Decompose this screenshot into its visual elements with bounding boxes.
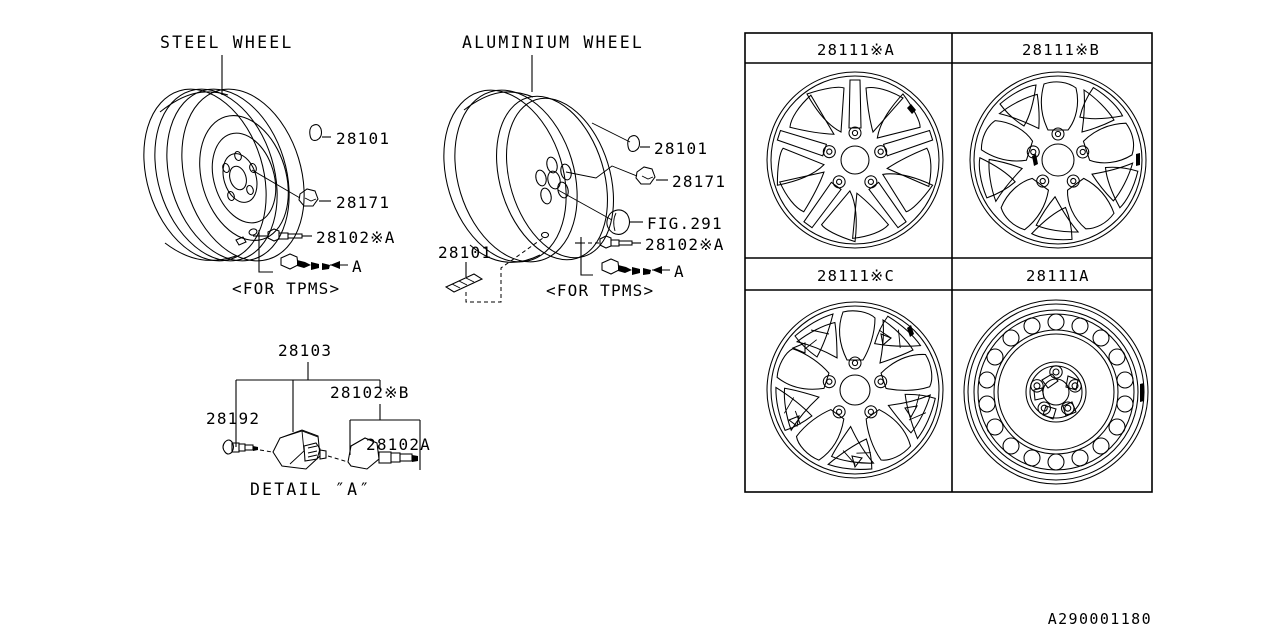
lug-holes: [822, 356, 888, 419]
callout-steel-28101: 28101: [309, 124, 390, 148]
detail-a-arrow-steel: A: [330, 257, 363, 276]
aluminium-wheel-illustration: [443, 89, 615, 263]
steel-wheel-group: STEEL WHEEL: [143, 33, 396, 298]
valve-assembly-icon: [347, 437, 418, 470]
label-detail-28102B: 28102※B: [330, 383, 410, 402]
label-detail-28103: 28103: [278, 341, 332, 360]
label-alu-28101-weight: 28101: [438, 243, 492, 262]
label-alu-28102A: 28102※A: [645, 235, 725, 254]
callout-steel-28102A: 28102※A: [253, 228, 396, 273]
label-detail-28192: 28192: [206, 409, 260, 428]
label-steel-tpms-note: <FOR TPMS>: [232, 279, 340, 298]
table-cell-header-1: 28111※B: [1022, 41, 1100, 59]
callout-alu-28101-weight: 28101: [438, 237, 544, 303]
steel-wheel-illustration: [143, 88, 305, 262]
lug-holes: [822, 126, 888, 189]
callout-steel-28171: 28171: [251, 169, 390, 212]
wheel-art-28111A-steel: [963, 299, 1149, 485]
detail-a-title: DETAIL ″A″: [250, 480, 371, 499]
callout-alu-fig291: FIG.291: [557, 189, 723, 235]
callout-alu-28171: 28171: [565, 165, 726, 191]
grommet-icon: [222, 439, 258, 455]
label-detail-28102A2: 28102A: [366, 435, 431, 454]
document-id: A290001180: [1048, 610, 1152, 628]
callout-alu-28102A: 28102※A: [575, 235, 725, 276]
label-alu-tpms-note: <FOR TPMS>: [546, 281, 654, 300]
lug-holes: [1026, 127, 1090, 188]
label-alu-fig291: FIG.291: [647, 214, 723, 233]
label-steel-28102A: 28102※A: [316, 228, 396, 247]
wheel-art-28111B-alloy: [969, 71, 1147, 249]
alu-tpms-group: A <FOR TPMS>: [546, 258, 685, 300]
label-alu-28171: 28171: [672, 172, 726, 191]
aluminium-wheel-title: ALUMINIUM WHEEL: [462, 33, 644, 52]
steel-wheel-title: STEEL WHEEL: [160, 33, 293, 52]
label-alu-28101: 28101: [654, 139, 708, 158]
detail-a-group: 28103 28192 28102※B 28102A: [206, 341, 431, 499]
wheel-art-28111A-alloy: [766, 71, 944, 249]
triangle-marks: [787, 333, 918, 469]
callout-alu-28101: 28101: [591, 122, 708, 158]
table-cell-header-3: 28111A: [1026, 267, 1090, 285]
label-steel-detail-ref: A: [352, 257, 363, 276]
wheel-art-28111C-alloy: [766, 301, 944, 479]
detail-a-arrow-alu: A: [652, 262, 685, 281]
vent-holes: [978, 313, 1134, 471]
label-steel-28171: 28171: [336, 193, 390, 212]
label-alu-detail-ref: A: [674, 262, 685, 281]
tpms-sensor-icon: [272, 429, 327, 470]
table-cell-header-0: 28111※A: [817, 41, 895, 59]
hub-slots: [1033, 373, 1079, 420]
aluminium-wheel-group: ALUMINIUM WHEEL 28101: [438, 33, 726, 303]
label-steel-28101: 28101: [336, 129, 390, 148]
wheel-style-table: 28111※A 28111※B 28111※C 28111A: [744, 32, 1153, 493]
table-cell-header-2: 28111※C: [817, 267, 895, 285]
weight-strip-icon: [444, 273, 484, 293]
steel-tpms-group: A <FOR TPMS>: [232, 253, 363, 298]
